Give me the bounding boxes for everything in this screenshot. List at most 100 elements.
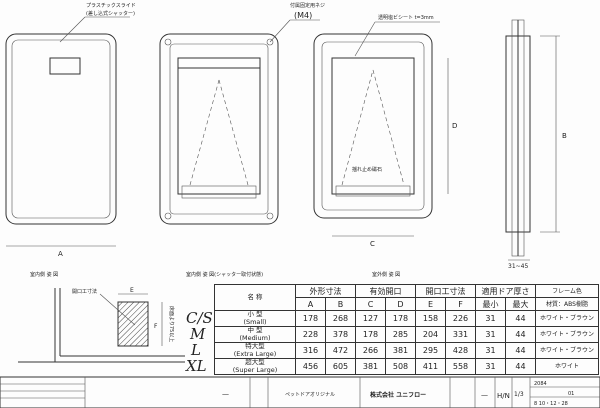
dim-e: E [130, 287, 134, 294]
header-name: 名 称 [214, 284, 296, 311]
sheet-number: 01 [568, 391, 574, 397]
table-cell: 381 [385, 342, 416, 359]
label-screw-size: (M4) [294, 11, 312, 20]
table-cell: 127 [355, 310, 386, 327]
frame-color-cell: ホワイト・ブラウン [535, 342, 599, 359]
table-cell: 31 [475, 326, 506, 343]
size-name-en: (Extra Large) [233, 349, 277, 358]
cutout-detail [18, 288, 185, 363]
frame-color-cell: ホワイト・ブラウン [535, 310, 599, 327]
size-name: 中 型(Medium) [214, 326, 296, 343]
table-cell: 411 [415, 358, 446, 375]
frame-color-cell: ホワイト・ブラウン [535, 326, 599, 343]
table-cell: 295 [415, 342, 446, 359]
drawing-number: 2084 [534, 381, 547, 387]
table-cell: 226 [445, 310, 476, 327]
table-cell: 605 [325, 358, 356, 375]
size-name-jp: 小 型 [247, 310, 263, 318]
size-name: 超大型(Super Large) [214, 358, 296, 375]
subheader-7: 最大 [505, 297, 536, 311]
title-dash: — [222, 390, 229, 398]
size-name-en: (Medium) [239, 333, 271, 342]
label-plastic-slide: プラスチックスライド [86, 3, 136, 9]
label-cut-size: 開口工寸法 [72, 288, 97, 295]
header-cut-size: 開口工寸法 [415, 284, 476, 298]
table-cell: 31 [475, 310, 506, 327]
table-cell: 456 [295, 358, 326, 375]
view-title-1: 室内側 姿 図 [30, 271, 58, 278]
outdoor-view [313, 21, 449, 237]
drawn-by: H/N [497, 392, 510, 400]
table-cell: 331 [445, 326, 476, 343]
handwritten-size-l: L [191, 341, 201, 359]
dim-f: F [154, 323, 158, 330]
size-name: 特大型(Extra Large) [214, 342, 296, 359]
slide-handle [49, 57, 81, 75]
table-cell: 378 [325, 326, 356, 343]
dim-b: B [562, 132, 567, 140]
header-opening: 有効開口 [355, 284, 416, 298]
table-cell: 558 [445, 358, 476, 375]
dim-c: C [370, 240, 375, 248]
size-name-en: (Small) [243, 317, 267, 326]
front-view-shutter [159, 19, 320, 225]
table-cell: 204 [415, 326, 446, 343]
size-name: 小 型(Small) [214, 310, 296, 327]
table-cell: 178 [355, 326, 386, 343]
frame-color-cell: ホワイト [535, 358, 599, 375]
front-view-indoor [5, 16, 130, 247]
view-title-3: 室外側 姿 図 [372, 271, 400, 278]
table-cell: 472 [325, 342, 356, 359]
table-cell: 44 [505, 310, 536, 327]
subheader-0: A [295, 297, 326, 311]
label-pvc-sheet: 透明塩ビシート t=3mm [378, 14, 434, 21]
size-name-jp: 超大型 [245, 358, 265, 366]
table-cell: 381 [355, 358, 386, 375]
company-logo: 株式会社 ユニフロー [370, 391, 426, 399]
table-cell: 31 [475, 342, 506, 359]
table-cell: 268 [325, 310, 356, 327]
label-magnet: 揺れ止め磁石 [352, 166, 382, 173]
label-floor-note: 床面より75以上 [168, 306, 175, 342]
table-cell: 158 [415, 310, 446, 327]
table-cell: 428 [445, 342, 476, 359]
header-outer-size: 外形寸法 [295, 284, 356, 298]
header-frame-color: フレーム色 [535, 284, 599, 298]
subheader-6: 最小 [475, 297, 506, 311]
handwritten-size-cs: C/S [186, 309, 213, 327]
subheader-8: 材質：ABS樹脂 [535, 297, 599, 311]
table-cell: 316 [295, 342, 326, 359]
subheader-2: C [355, 297, 386, 311]
size-name-jp: 特大型 [245, 342, 265, 350]
subheader-4: E [415, 297, 446, 311]
subheader-5: F [445, 297, 476, 311]
header-door-thickness: 適用ドア厚さ [475, 284, 536, 298]
product-name: ペットドアオリジナル [285, 392, 335, 398]
subheader-3: D [385, 297, 416, 311]
table-cell: 228 [295, 326, 326, 343]
drawing-date: 8 10・12・28 [534, 401, 568, 407]
label-screw: 付属固定用ネジ [290, 2, 325, 9]
dim-d: D [452, 122, 457, 130]
table-cell: 44 [505, 358, 536, 375]
scale: 1/3 [514, 391, 524, 398]
label-plastic-slide-sub: (差し込式シャッター) [86, 10, 135, 17]
table-cell: 44 [505, 342, 536, 359]
handwritten-size-xl: XL [186, 357, 207, 375]
dim-a: A [58, 250, 63, 258]
table-cell: 285 [385, 326, 416, 343]
table-cell: 266 [355, 342, 386, 359]
table-cell: 508 [385, 358, 416, 375]
subheader-1: B [325, 297, 356, 311]
table-cell: 178 [295, 310, 326, 327]
size-name-en: (Super Large) [232, 365, 278, 374]
size-name-jp: 中 型 [247, 326, 263, 334]
side-view [505, 19, 560, 261]
title-dash-2: — [481, 391, 488, 399]
